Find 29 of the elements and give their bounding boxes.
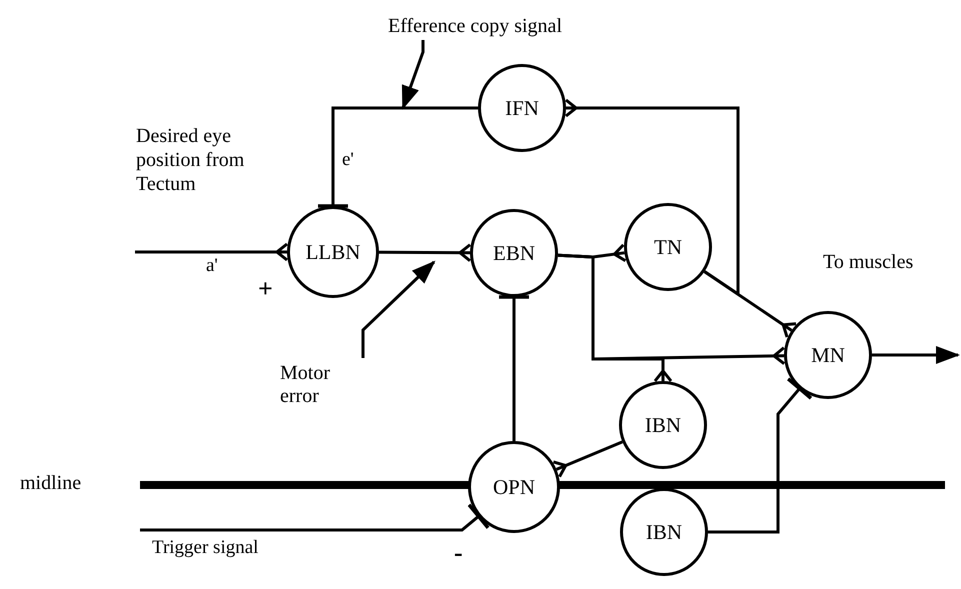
neuron-circle: EBN <box>470 209 558 297</box>
text-label: midline <box>20 471 82 495</box>
edge-label: Trigger signal <box>150 538 260 559</box>
inhibitory-connection <box>497 295 531 441</box>
inhibitory-connection <box>708 377 813 534</box>
text-label: Desired eye position from Tectum <box>136 124 246 196</box>
excitatory-connection <box>379 243 472 262</box>
neuron-circle: MN <box>784 311 872 399</box>
sign-label: - <box>454 540 463 566</box>
excitatory-connection <box>135 242 288 262</box>
neuron-circle: IFN <box>478 64 566 152</box>
inhibitory-connection <box>140 503 490 532</box>
excitatory-connection <box>558 254 672 382</box>
text-label: To muscles <box>823 250 914 274</box>
excitatory-connection <box>564 98 740 297</box>
neuron-circle: IBN <box>620 488 708 576</box>
leader-arrow <box>402 40 424 110</box>
neuron-circle: TN <box>624 203 712 291</box>
inhibitory-connection <box>316 106 478 208</box>
arrow <box>872 346 960 364</box>
neuron-circle: IBN <box>619 381 707 469</box>
neuron-circle: OPN <box>468 441 560 533</box>
annotation-text: Efference copy signal <box>345 12 605 40</box>
sign-label: + <box>258 276 273 302</box>
excitatory-connection <box>552 440 623 478</box>
annotation-text: Motor error <box>280 358 370 412</box>
excitatory-connection <box>704 270 798 339</box>
leader-arrow <box>362 260 436 358</box>
neuron-circle: LLBN <box>287 206 379 298</box>
